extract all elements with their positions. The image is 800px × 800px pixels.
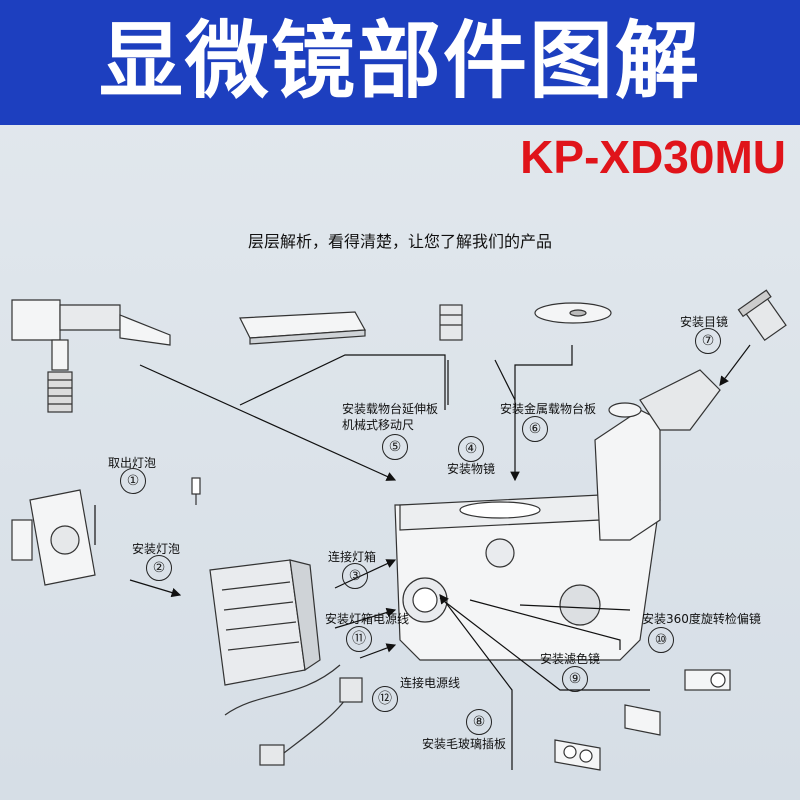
- step-number-9: ⑨: [562, 666, 588, 692]
- ground-glass-plate-a: [624, 704, 661, 736]
- page-title: 显微镜部件图解: [98, 12, 701, 110]
- step-number-10: ⑩: [648, 627, 674, 653]
- step-label-7: 安装目镜: [680, 315, 729, 329]
- step-number-12: ⑫: [372, 686, 398, 712]
- step-label-5-line2: 机械式移动尺: [342, 418, 415, 432]
- step-label-5: 安装载物台延伸板: [342, 402, 439, 416]
- step-number-7: ⑦: [695, 328, 721, 354]
- step-label-10: 安装360度旋转检偏镜: [642, 612, 761, 626]
- step-label-4: 安装物镜: [447, 462, 496, 476]
- step-label-1: 取出灯泡: [108, 456, 157, 470]
- step-number-6: ⑥: [522, 416, 548, 442]
- step-label-2: 安装灯泡: [132, 542, 181, 556]
- microscope-body: [394, 369, 721, 661]
- step-label-3: 连接灯箱: [328, 550, 377, 564]
- stage-extension-plate: [239, 311, 366, 345]
- step-number-3: ③: [342, 563, 368, 589]
- objective-lens-part: [439, 304, 463, 341]
- step-number-2: ②: [146, 555, 172, 581]
- step-number-1: ①: [120, 468, 146, 494]
- leader-lines: [94, 344, 751, 770]
- step-number-11: ⑪: [346, 626, 372, 652]
- lamp-box-part: [209, 559, 321, 686]
- power-plug-part: [339, 677, 363, 703]
- lamp-holder-part: [11, 489, 96, 586]
- step-label-8: 安装毛玻璃插板: [422, 737, 507, 751]
- ground-glass-plate-b: [554, 739, 601, 771]
- step-number-8: ⑧: [466, 709, 492, 735]
- step-number-4: ④: [458, 436, 484, 462]
- step-label-12: 连接电源线: [400, 676, 461, 690]
- step-label-6: 安装金属载物台板: [500, 402, 597, 416]
- step-label-9: 安装滤色镜: [540, 652, 601, 666]
- step-label-11: 安装灯箱电源线: [325, 612, 410, 626]
- subtitle: 层层解析，看得清楚，让您了解我们的产品: [247, 232, 552, 251]
- title-banner: 显微镜部件图解: [0, 0, 800, 125]
- eyepiece-part: [737, 289, 787, 342]
- model-number: KP-XD30MU: [520, 131, 786, 183]
- mechanical-stage-part: [11, 299, 171, 413]
- bulb-part: [191, 477, 201, 505]
- step-number-5: ⑤: [382, 434, 408, 460]
